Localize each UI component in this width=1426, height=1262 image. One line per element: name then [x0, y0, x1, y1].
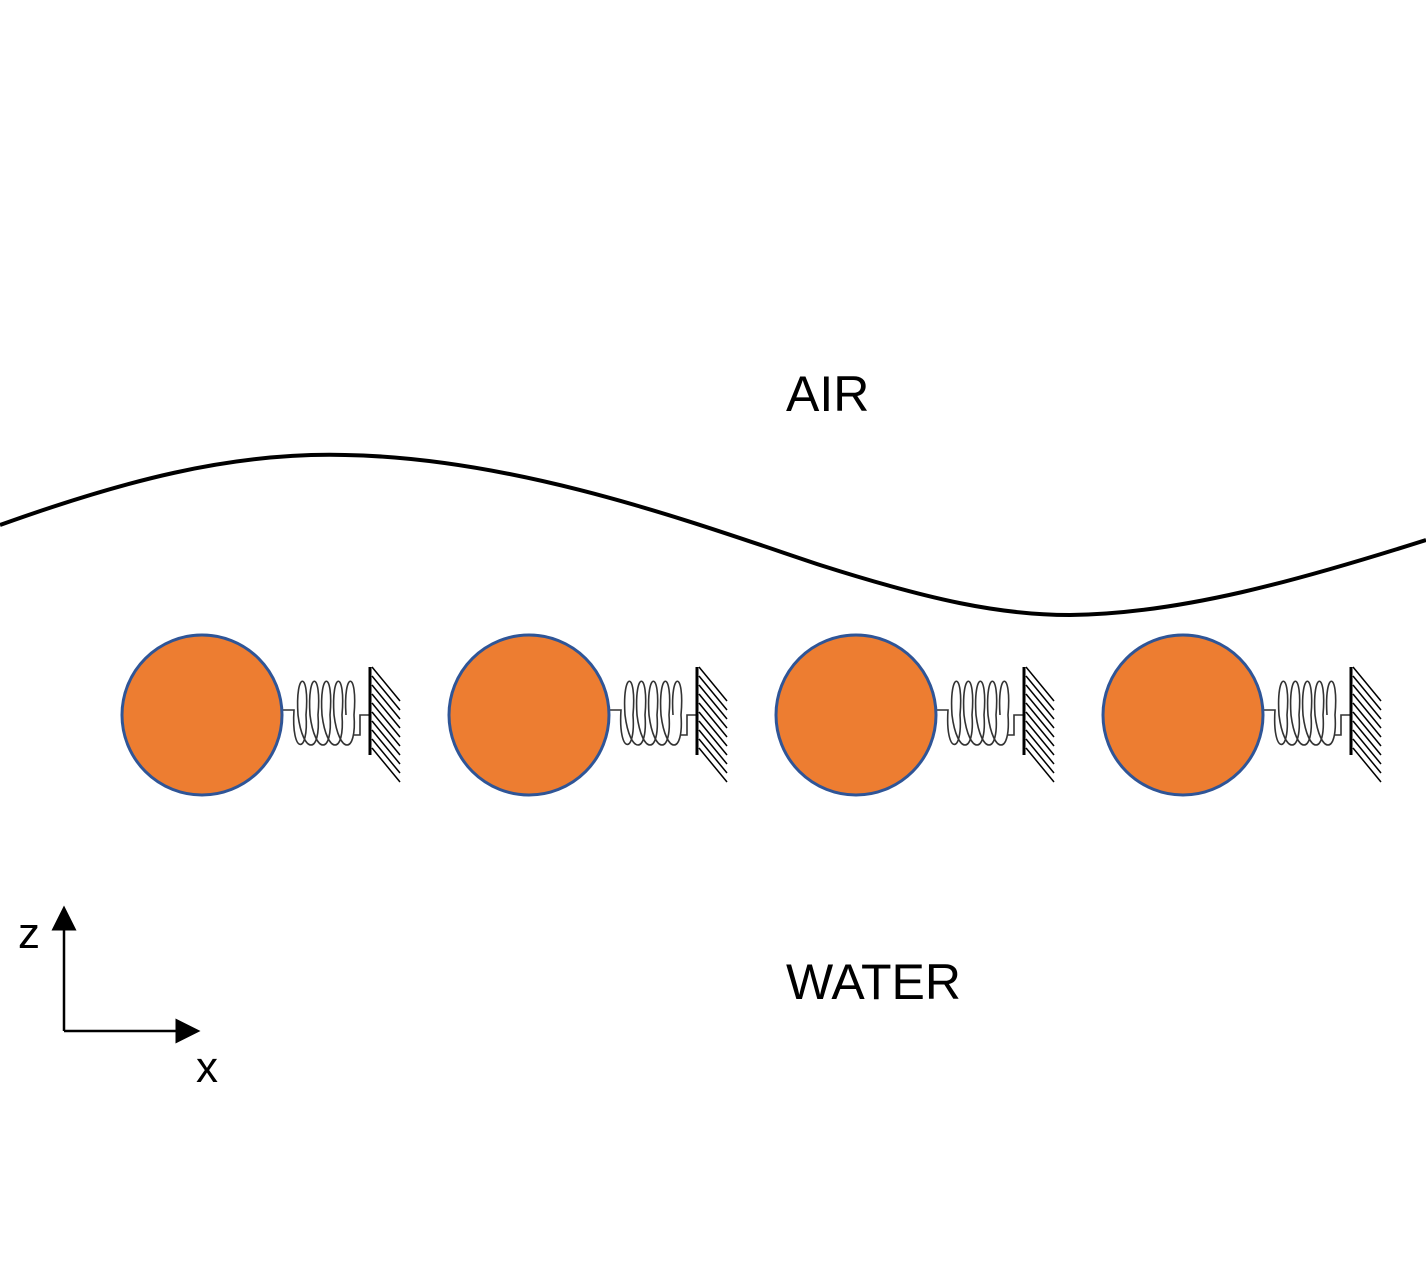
wall-hatch — [371, 747, 401, 783]
wall-hatch — [371, 693, 401, 729]
wall-hatch — [1352, 702, 1382, 738]
wall-hatch — [1352, 711, 1382, 747]
wall-hatch — [1025, 738, 1055, 774]
fixed-wall-4 — [1349, 666, 1382, 783]
wall-hatch — [698, 747, 728, 783]
wall-hatch — [698, 729, 728, 765]
wall-hatch — [698, 666, 728, 702]
sphere-2 — [447, 633, 611, 797]
wall-hatch — [698, 702, 728, 738]
wall-hatch — [1352, 729, 1382, 765]
wall-hatch — [1025, 675, 1055, 711]
wall-hatch — [1025, 684, 1055, 720]
free-surface-wave — [0, 452, 1426, 618]
wall-hatch — [371, 684, 401, 720]
air-label: AIR — [786, 366, 869, 422]
oscillator-2 — [447, 633, 728, 797]
wall-hatch — [371, 720, 401, 756]
wall-hatch — [371, 729, 401, 765]
wall-hatch — [1352, 666, 1382, 702]
wall-hatch — [371, 666, 401, 702]
spring-3 — [936, 680, 1024, 746]
wall-hatch — [1025, 666, 1055, 702]
water-label: WATER — [786, 954, 961, 1010]
oscillator-row — [120, 633, 1382, 797]
fixed-wall-3 — [1022, 666, 1055, 783]
wall-hatch — [698, 675, 728, 711]
wall-hatch — [698, 711, 728, 747]
fixed-wall-1 — [368, 666, 401, 783]
wall-hatch — [698, 693, 728, 729]
wall-hatch — [698, 738, 728, 774]
coordinate-axes: z x — [18, 905, 218, 1092]
wall-hatch — [1025, 702, 1055, 738]
oscillator-3 — [774, 633, 1055, 797]
wall-hatch — [1025, 693, 1055, 729]
wall-hatch — [371, 702, 401, 738]
wall-hatch — [1352, 747, 1382, 783]
fixed-wall-2 — [695, 666, 728, 783]
x-axis-label: x — [196, 1043, 218, 1092]
wall-hatch — [1352, 693, 1382, 729]
wall-hatch — [371, 738, 401, 774]
wall-hatch — [371, 675, 401, 711]
wall-hatch — [1352, 720, 1382, 756]
spring-2 — [609, 680, 697, 746]
sphere-3 — [774, 633, 938, 797]
wall-hatch — [371, 711, 401, 747]
wall-hatch — [1352, 675, 1382, 711]
wall-hatch — [1025, 747, 1055, 783]
wall-hatch — [1352, 684, 1382, 720]
z-axis-label: z — [18, 909, 40, 958]
spring-4 — [1263, 680, 1351, 746]
spring-1 — [282, 680, 370, 746]
wall-hatch — [1025, 711, 1055, 747]
sphere-1 — [120, 633, 284, 797]
sphere-4 — [1101, 633, 1265, 797]
wall-hatch — [698, 684, 728, 720]
wall-hatch — [1025, 720, 1055, 756]
wall-hatch — [1025, 729, 1055, 765]
wall-hatch — [1352, 738, 1382, 774]
oscillator-1 — [120, 633, 401, 797]
wall-hatch — [698, 720, 728, 756]
oscillator-4 — [1101, 633, 1382, 797]
